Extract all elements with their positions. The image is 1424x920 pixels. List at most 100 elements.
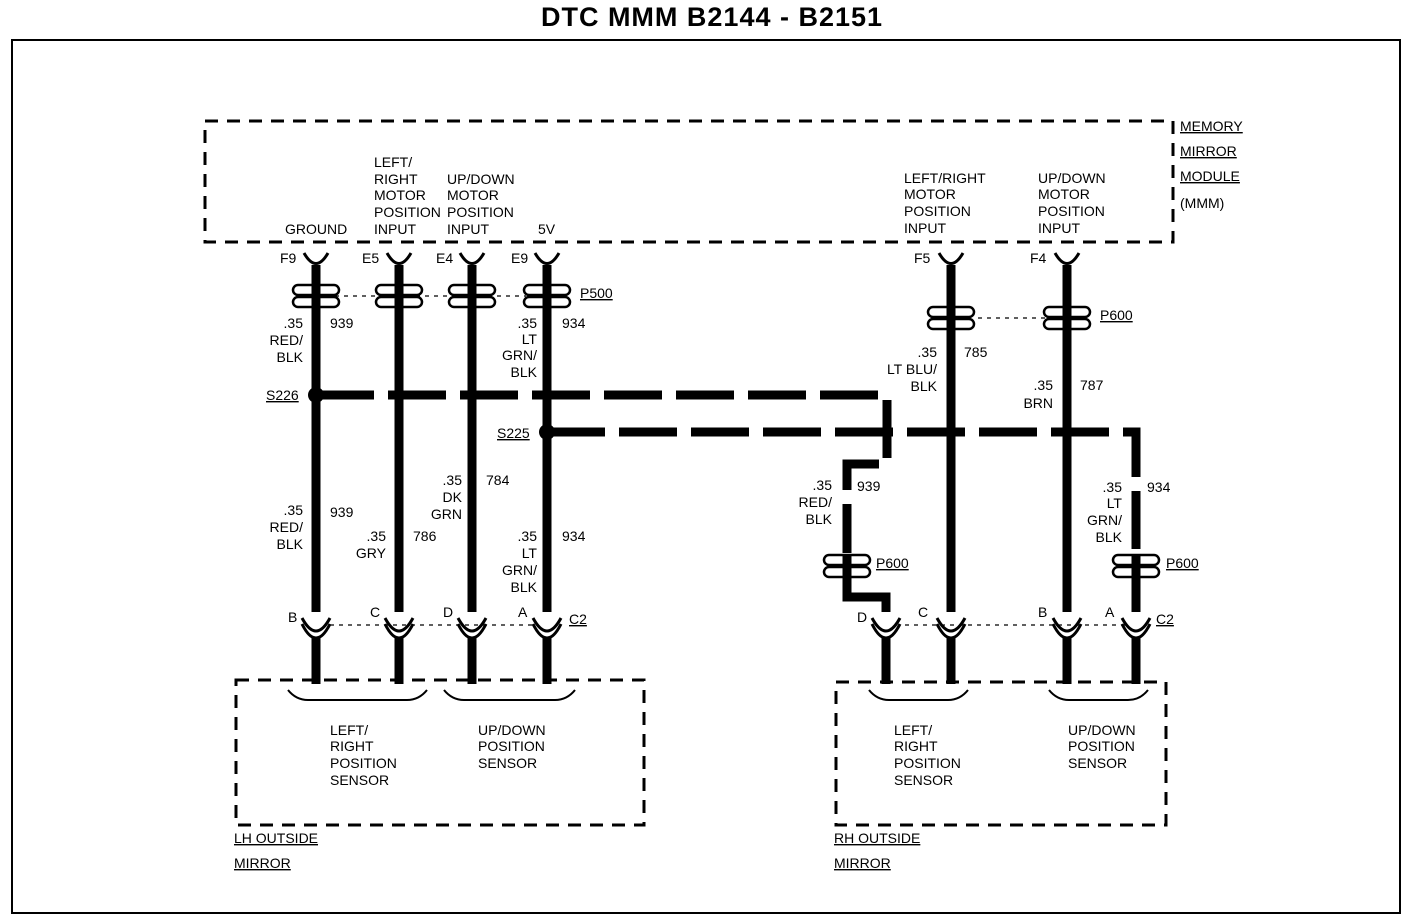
pin-e5: E5 <box>362 250 379 266</box>
pin-e9: E9 <box>511 250 528 266</box>
w934-bot-color-2: GRN/ <box>502 562 537 578</box>
p600-top-label: P600 <box>1100 307 1133 323</box>
page-title: DTC MMM B2144 - B2151 <box>540 2 884 32</box>
lh-ud-sensor-line-3: SENSOR <box>478 755 537 771</box>
lh-mirror-name-line-1: LH OUTSIDE <box>234 830 318 846</box>
module-name-line-4: (MMM) <box>1180 195 1224 211</box>
lh-lr-input-line-1: LEFT/ <box>374 154 412 170</box>
lh-mirror-box <box>234 678 646 827</box>
rh-pin-c: C <box>918 604 928 620</box>
p600-right-label: P600 <box>1166 555 1199 571</box>
lh-lr-sensor-line-1: LEFT/ <box>330 722 368 738</box>
w939-rh-gauge: .35 <box>813 477 833 493</box>
rh-mirror-name-line-2: MIRROR <box>834 855 891 871</box>
lh-pin-b: B <box>288 609 297 625</box>
w784-color-1: DK <box>443 489 463 505</box>
rh-lr-input-line-4: INPUT <box>904 220 946 236</box>
splice-s226-dot <box>308 387 324 403</box>
shield-bus-lines <box>316 390 1141 553</box>
w934-rh-gauge: .35 <box>1103 479 1123 495</box>
rh-mirror-name-line-1: RH OUTSIDE <box>834 830 920 846</box>
w784-circuit: 784 <box>486 472 510 488</box>
lh-ud-sensor-line-1: UP/DOWN <box>478 722 546 738</box>
w786-color-1: GRY <box>356 545 387 561</box>
w939-top-circuit: 939 <box>330 315 354 331</box>
lh-lr-sensor-line-4: SENSOR <box>330 772 389 788</box>
lh-lr-input-line-5: INPUT <box>374 221 416 237</box>
w934-top-color-1: LT <box>522 331 538 347</box>
rh-pin-b: B <box>1038 604 1047 620</box>
pin-f4: F4 <box>1030 250 1047 266</box>
p600-left-label: P600 <box>876 555 909 571</box>
rh-pin-d: D <box>857 609 867 625</box>
rh-pin-a: A <box>1105 604 1115 620</box>
w934-top-color-2: GRN/ <box>502 347 537 363</box>
c2-connector-arcs <box>300 617 1152 640</box>
rh-ud-input-line-1: UP/DOWN <box>1038 170 1106 186</box>
rh-ud-sensor-line-1: UP/DOWN <box>1068 722 1136 738</box>
w785-gauge: .35 <box>918 344 938 360</box>
w939-bot-color-1: RED/ <box>270 519 304 535</box>
splice-s225-dot <box>539 424 555 440</box>
rh-lr-input-line-3: POSITION <box>904 203 971 219</box>
w939-rh-circuit: 939 <box>857 478 881 494</box>
sensor-brackets <box>287 689 1149 701</box>
lh-pin-a: A <box>518 604 528 620</box>
w934-bot-color-1: LT <box>522 545 538 561</box>
lh-lr-input-line-2: RIGHT <box>374 171 418 187</box>
w934-bot-color-3: BLK <box>511 579 538 595</box>
splice-s225-label: S225 <box>497 425 530 441</box>
splice-s226-label: S226 <box>266 387 299 403</box>
lh-lr-input-line-3: MOTOR <box>374 187 426 203</box>
rh-lr-sensor-line-3: POSITION <box>894 755 961 771</box>
w785-color-2: BLK <box>911 378 938 394</box>
w934-top-color-3: BLK <box>511 364 538 380</box>
module-pin-arcs <box>302 252 1081 265</box>
lh-lr-sensor-line-2: RIGHT <box>330 738 374 754</box>
w934-bot-circuit: 934 <box>562 528 586 544</box>
w939-rh-color-1: RED/ <box>799 494 833 510</box>
w939-top-gauge: .35 <box>284 315 304 331</box>
rh-lr-sensor-line-1: LEFT/ <box>894 722 932 738</box>
w934-bot-gauge: .35 <box>518 528 538 544</box>
rh-ud-input-line-2: MOTOR <box>1038 186 1090 202</box>
w934-rh-color-3: BLK <box>1096 529 1123 545</box>
lh-ud-input-line-1: UP/DOWN <box>447 171 515 187</box>
rh-ud-sensor-line-2: POSITION <box>1068 738 1135 754</box>
lh-ud-sensor-line-2: POSITION <box>478 738 545 754</box>
pin-e4: E4 <box>436 250 453 266</box>
w934-rh-color-1: LT <box>1107 495 1123 511</box>
inline-connector-bodies <box>291 283 1161 579</box>
lh-ud-input-line-3: POSITION <box>447 204 514 220</box>
ground-label: GROUND <box>285 221 347 237</box>
pin-f9: F9 <box>280 250 297 266</box>
w786-circuit: 786 <box>413 528 437 544</box>
w784-gauge: .35 <box>443 472 463 488</box>
lh-mirror-name-line-2: MIRROR <box>234 855 291 871</box>
rh-lr-input-line-1: LEFT/RIGHT <box>904 170 986 186</box>
vertical-wires <box>311 265 1141 684</box>
p500-label: P500 <box>580 285 613 301</box>
w787-color-1: BRN <box>1023 395 1053 411</box>
rh-mirror-box <box>834 680 1168 827</box>
rh-ud-input-line-4: INPUT <box>1038 220 1080 236</box>
w939-top-color-1: RED/ <box>270 332 304 348</box>
rh-c2-label: C2 <box>1156 611 1174 627</box>
w939-bot-color-2: BLK <box>277 536 304 552</box>
w939-bot-gauge: .35 <box>284 502 304 518</box>
rh-ud-input-line-3: POSITION <box>1038 203 1105 219</box>
w785-color-1: LT BLU/ <box>887 361 937 377</box>
lh-pin-d: D <box>443 604 453 620</box>
w784-color-2: GRN <box>431 506 462 522</box>
w939-top-color-2: BLK <box>277 349 304 365</box>
lh-ud-input-line-4: INPUT <box>447 221 489 237</box>
five-v-label: 5V <box>538 221 556 237</box>
module-name-line-2: MIRROR <box>1180 143 1237 159</box>
rh-ud-sensor-line-3: SENSOR <box>1068 755 1127 771</box>
lh-c2-label: C2 <box>569 611 587 627</box>
connector-dotted-lines <box>330 295 1125 626</box>
lh-lr-input-line-4: POSITION <box>374 204 441 220</box>
outer-frame <box>11 39 1401 914</box>
pin-f5: F5 <box>914 250 931 266</box>
